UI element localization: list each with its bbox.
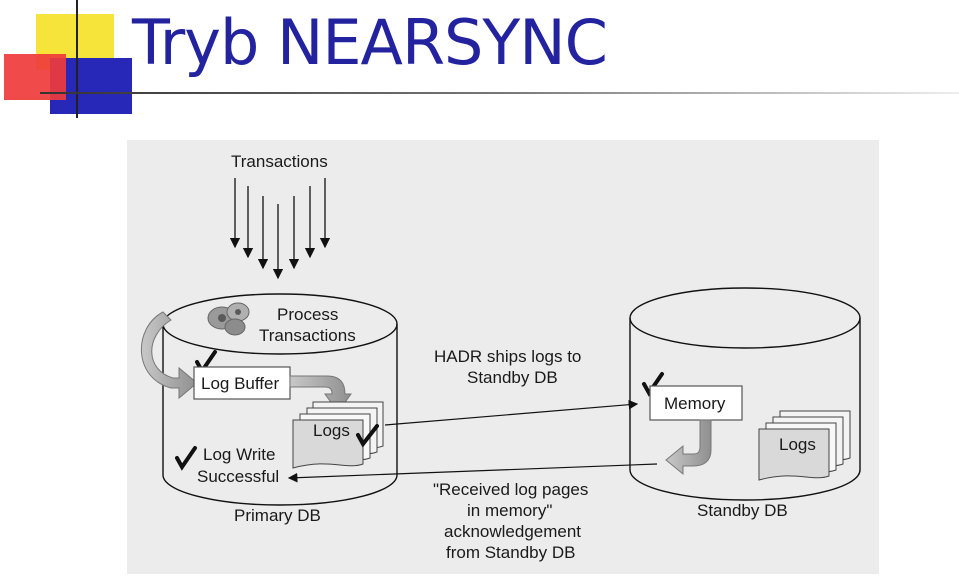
ack-label-line2: in memory" xyxy=(467,501,552,520)
checkmark-icon-log-write xyxy=(175,446,197,471)
log-buffer-label: Log Buffer xyxy=(201,374,279,393)
process-label-line1: Process xyxy=(277,305,338,324)
memory-label: Memory xyxy=(664,394,726,413)
diagram-panel: Transactions Process Transactions xyxy=(127,140,879,574)
primary-db-label: Primary DB xyxy=(234,506,321,525)
checkmark-icon-logs xyxy=(356,424,379,448)
ack-label-line4: from Standby DB xyxy=(446,543,575,562)
ack-label-line1: "Received log pages xyxy=(433,480,588,499)
ship-label-line1: HADR ships logs to xyxy=(434,347,581,366)
log-write-label-line1: Log Write xyxy=(203,445,275,464)
arrow-memory-down-icon xyxy=(665,419,712,476)
primary-logs-label: Logs xyxy=(313,421,350,440)
decor-line-vertical xyxy=(76,0,78,118)
checkmark-icon-memory xyxy=(642,372,664,397)
memory-box xyxy=(649,385,743,421)
standby-logs-stack xyxy=(758,410,851,481)
title-divider xyxy=(40,92,959,94)
standby-db-cylinder xyxy=(629,287,861,501)
ship-logs-arrow xyxy=(384,399,639,426)
primary-logs-stack xyxy=(292,401,384,469)
transaction-arrows xyxy=(229,178,331,280)
standby-db-label: Standby DB xyxy=(697,501,788,520)
ack-label-line3: acknowledgement xyxy=(444,522,581,541)
log-write-label-line2: Successful xyxy=(197,467,279,486)
ship-label-line2: Standby DB xyxy=(467,368,558,387)
transactions-label: Transactions xyxy=(231,152,328,171)
process-label-line2: Transactions xyxy=(259,326,356,345)
slide-title: Tryb NEARSYNC xyxy=(132,6,608,79)
acknowledgement-arrow xyxy=(287,463,658,483)
gear-icon xyxy=(207,302,250,336)
standby-logs-label: Logs xyxy=(779,435,816,454)
curved-arrow-to-log-buffer-icon xyxy=(141,311,198,400)
nearsync-diagram: Transactions Process Transactions xyxy=(141,152,861,562)
